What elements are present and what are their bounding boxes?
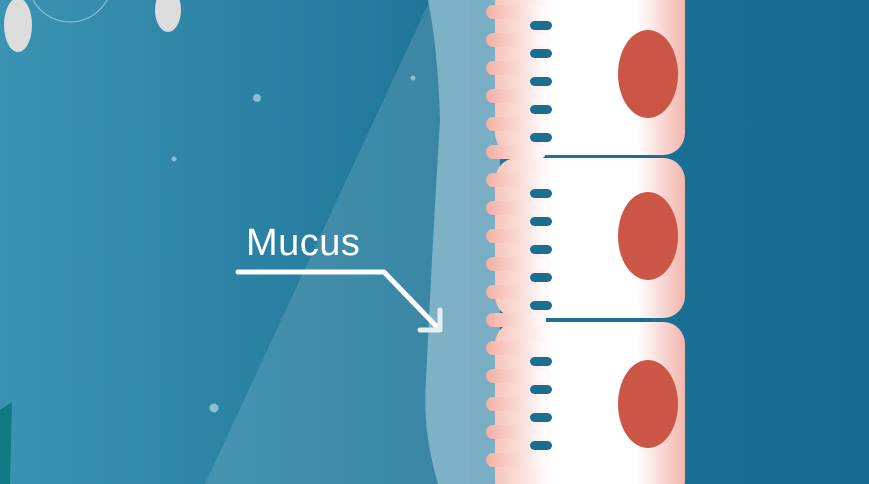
light-beam	[205, 0, 470, 484]
nucleus	[618, 360, 678, 448]
arrow-icon	[235, 269, 443, 333]
bubble-outline	[32, 0, 108, 23]
epithelial-cells	[486, 0, 685, 484]
mucus-layer	[425, 0, 500, 484]
nucleus	[618, 30, 678, 118]
bacterium-icon	[155, 0, 181, 32]
nucleus	[618, 192, 678, 280]
tissue-edge	[0, 402, 12, 484]
bacterium-icon	[4, 0, 32, 52]
mucus-label: Mucus	[246, 222, 361, 264]
